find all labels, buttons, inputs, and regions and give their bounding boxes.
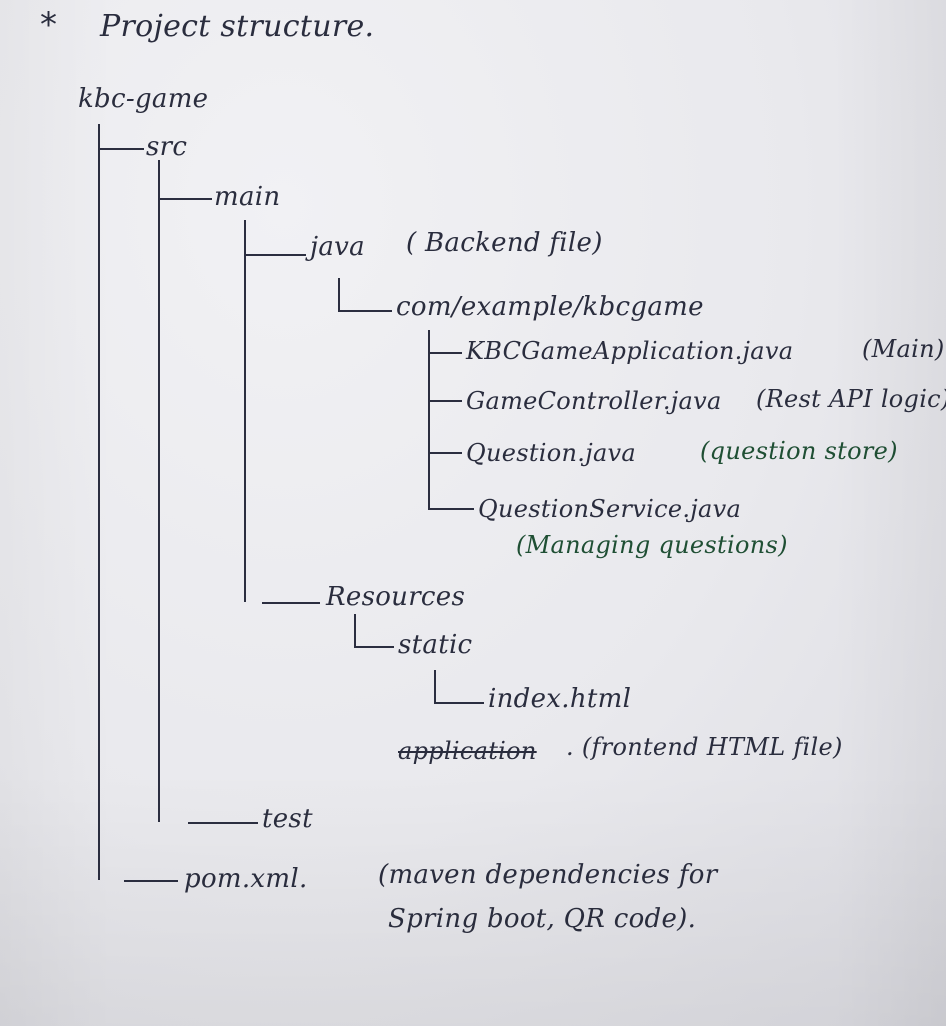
test-connector bbox=[188, 822, 258, 824]
pom-connector bbox=[124, 880, 178, 882]
java-folder-note: ( Backend file) bbox=[406, 228, 603, 258]
pom-file-label: pom.xml. bbox=[184, 864, 308, 894]
package-branch-line bbox=[428, 330, 430, 508]
file-1-connector bbox=[428, 352, 462, 354]
java-branch-line bbox=[338, 278, 340, 312]
java-connector bbox=[244, 254, 306, 256]
src-folder-label: src bbox=[146, 132, 188, 162]
pom-note-continued: Spring boot, QR code). bbox=[388, 904, 697, 934]
page-heading: Project structure. bbox=[100, 9, 375, 44]
static-folder-label: static bbox=[398, 630, 473, 660]
static-branch-line bbox=[434, 670, 436, 704]
file-note: (Rest API logic) bbox=[756, 385, 946, 413]
root-folder-label: kbc-game bbox=[78, 84, 209, 114]
src-connector bbox=[98, 148, 144, 150]
index-connector bbox=[434, 702, 484, 704]
package-label: com/example/kbcgame bbox=[396, 292, 704, 322]
file-note: (question store) bbox=[700, 437, 898, 465]
file-note: (Managing questions) bbox=[516, 531, 788, 559]
resources-connector bbox=[262, 602, 320, 604]
src-branch-line bbox=[158, 160, 160, 822]
index-note: . (frontend HTML file) bbox=[566, 733, 843, 761]
file-2-connector bbox=[428, 400, 462, 402]
root-branch-line bbox=[98, 124, 100, 880]
main-folder-label: main bbox=[214, 182, 281, 212]
test-folder-label: test bbox=[262, 804, 313, 834]
package-connector bbox=[338, 310, 392, 312]
main-branch-line bbox=[244, 220, 246, 602]
index-file-label: index.html bbox=[488, 684, 632, 714]
file-4-connector bbox=[428, 508, 474, 510]
java-folder-label: java bbox=[310, 232, 365, 262]
resources-folder-label: Resources bbox=[326, 582, 466, 612]
file-label: Question.java bbox=[466, 439, 637, 467]
file-note: (Main) bbox=[862, 335, 945, 363]
crossed-out-text: application bbox=[398, 737, 537, 765]
bullet-asterisk: * bbox=[40, 5, 57, 45]
pom-note: (maven dependencies for bbox=[378, 860, 718, 890]
file-label: KBCGameApplication.java bbox=[466, 337, 794, 365]
static-connector bbox=[354, 646, 394, 648]
file-3-connector bbox=[428, 452, 462, 454]
resources-branch-line bbox=[354, 614, 356, 648]
file-label: GameController.java bbox=[466, 387, 722, 415]
file-label: QuestionService.java bbox=[478, 495, 742, 523]
main-connector bbox=[158, 198, 212, 200]
